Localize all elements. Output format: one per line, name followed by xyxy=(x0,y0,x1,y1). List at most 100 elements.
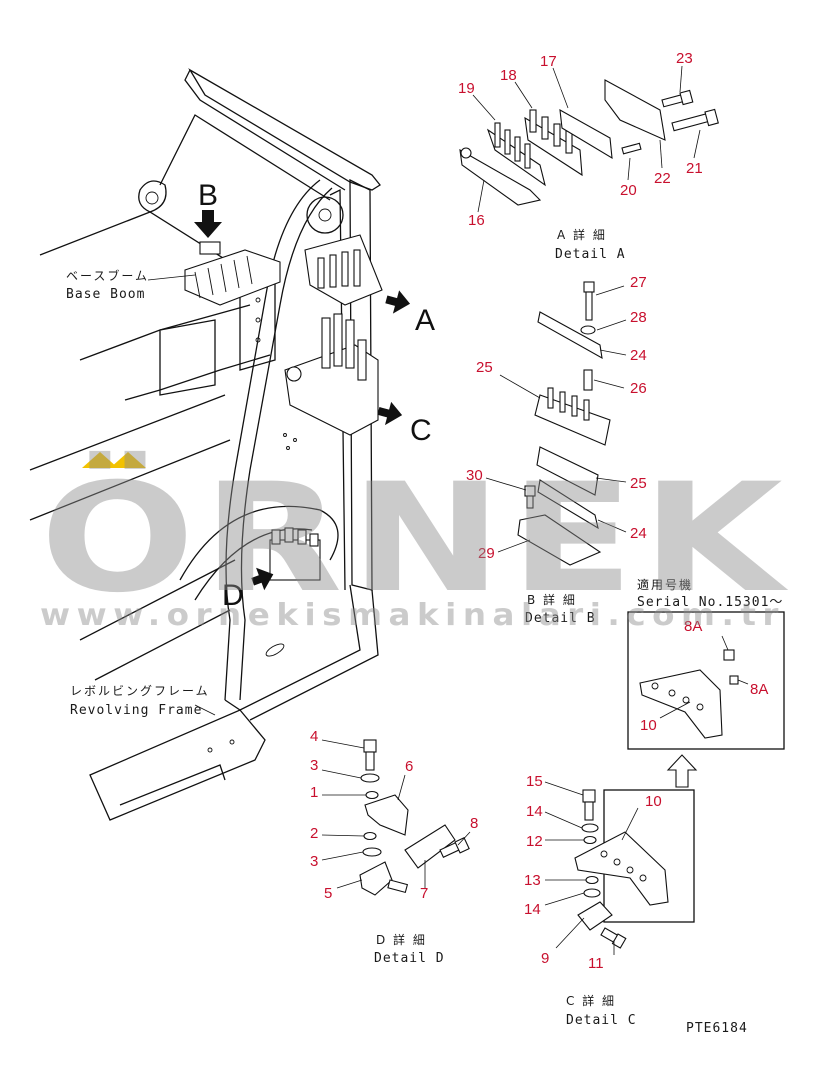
bracket-new-hole-2 xyxy=(668,689,676,697)
valve-c-mount xyxy=(286,366,302,382)
detail-b xyxy=(485,281,627,566)
leader-25b xyxy=(595,477,627,483)
part-number-8a-upper: 8A xyxy=(684,618,702,635)
part-14-washer-lower xyxy=(583,888,601,898)
leader-8a-2 xyxy=(737,679,749,685)
part-24-plate-upper xyxy=(537,311,603,360)
boom-bottom-line xyxy=(124,354,271,401)
boom-top-edge xyxy=(184,69,346,191)
leader-3a xyxy=(321,769,362,779)
leader-18 xyxy=(514,81,533,109)
clamp-b-hose-5 xyxy=(246,255,253,285)
leader-6 xyxy=(397,774,406,801)
part-19-tooth-1 xyxy=(494,122,501,148)
boom-side-line-2 xyxy=(79,304,251,361)
part-27-shank xyxy=(585,291,593,321)
valve-c-stem-1 xyxy=(321,317,331,369)
leader-23 xyxy=(679,65,683,93)
leader-15 xyxy=(544,781,584,796)
hose-curve-inner xyxy=(194,528,313,601)
part-10-bracket xyxy=(574,831,669,906)
part-20-pin xyxy=(621,142,642,155)
bracket-hole-c4 xyxy=(639,874,647,882)
detail-a xyxy=(459,65,719,213)
inset-link-arrow xyxy=(666,754,698,788)
part-number-13: 13 xyxy=(524,872,541,889)
part-8a-bolt-1 xyxy=(723,649,735,661)
part-3-washer-upper xyxy=(360,773,380,783)
detail-a-label-jp: A 詳 細 xyxy=(557,227,607,242)
view-arrow-d xyxy=(251,567,274,591)
part-24-plate-lower xyxy=(537,479,599,530)
revolving-frame-label-jp: レボルビングフレーム xyxy=(70,684,210,698)
part-12-washer xyxy=(583,835,597,845)
part-26-collar xyxy=(583,369,593,391)
view-arrow-b xyxy=(194,210,222,238)
leader-3b xyxy=(321,851,364,861)
part-number-11: 11 xyxy=(588,955,604,972)
valve-d-stem-2 xyxy=(284,527,294,543)
part-number-24-lower: 24 xyxy=(630,525,647,542)
part-number-21: 21 xyxy=(686,160,703,177)
leader-8a-1 xyxy=(721,635,729,651)
leader-9 xyxy=(555,917,585,949)
part-10-bracket-new xyxy=(639,669,723,739)
leader-25a xyxy=(499,374,541,399)
handrail-lower-bend-2 xyxy=(249,589,379,721)
watermark-accent-dot-2 xyxy=(110,452,146,468)
part-number-30: 30 xyxy=(466,467,483,484)
leader-30 xyxy=(485,477,527,491)
part-number-2: 2 xyxy=(310,825,318,842)
deck-hole-1 xyxy=(207,747,213,753)
part-9-plate xyxy=(577,901,613,931)
part-19-tooth-2 xyxy=(504,129,511,155)
boom-pivot-boss xyxy=(138,180,167,213)
deck-hole-2 xyxy=(229,739,235,745)
part-number-14-lower: 14 xyxy=(524,901,541,918)
clamp-assembly-b xyxy=(184,241,281,306)
part-number-8a-lower: 8A xyxy=(750,681,768,698)
part-23-bolt xyxy=(661,94,684,108)
serial-label-en: Serial No.15301〜 xyxy=(637,595,783,610)
part-27-head xyxy=(583,281,595,293)
leader-2 xyxy=(321,834,365,837)
bracket-hole-c1 xyxy=(600,850,608,858)
clamp-assembly-a xyxy=(304,234,383,306)
revolving-frame-edge xyxy=(119,764,226,806)
clamp-b-hose-1 xyxy=(194,271,201,299)
part-number-5: 5 xyxy=(324,885,332,902)
clamp-a-hose-1 xyxy=(317,257,325,289)
part-8-head xyxy=(454,837,470,854)
leader-26 xyxy=(593,379,625,389)
part-25-upper-tooth-1 xyxy=(547,387,554,409)
part-number-9: 9 xyxy=(541,950,549,967)
part-2-washer xyxy=(363,831,377,841)
serial-inset-frame xyxy=(627,611,785,750)
clamp-a-hose-2 xyxy=(329,254,337,288)
part-number-17: 17 xyxy=(540,53,557,70)
clamp-b-hose-4 xyxy=(233,259,240,289)
part-21-head xyxy=(704,108,719,127)
revolving-frame-deck xyxy=(89,709,266,821)
part-number-16: 16 xyxy=(468,212,485,229)
clamp-a-hose-3 xyxy=(341,251,349,287)
view-arrow-c xyxy=(377,401,403,426)
part-7-bolt xyxy=(387,879,409,894)
view-letter-c: C xyxy=(410,414,432,447)
watermark-brand: ÖRNEK xyxy=(40,450,790,626)
watermark-accent-dot-1 xyxy=(82,452,118,468)
valve-c-stem-4 xyxy=(357,339,367,381)
frame-diag-4 xyxy=(94,609,231,681)
valve-stack-c xyxy=(283,313,379,450)
handrail-lower-bend xyxy=(224,584,361,711)
valve-block-d xyxy=(269,527,321,581)
part-number-24-upper: 24 xyxy=(630,347,647,364)
part-number-19: 19 xyxy=(458,80,475,97)
leader-base-boom xyxy=(147,274,196,281)
part-18-tooth-4 xyxy=(565,130,573,154)
part-4-shank xyxy=(365,751,375,771)
part-number-1: 1 xyxy=(310,784,318,801)
part-15-head xyxy=(582,789,596,803)
